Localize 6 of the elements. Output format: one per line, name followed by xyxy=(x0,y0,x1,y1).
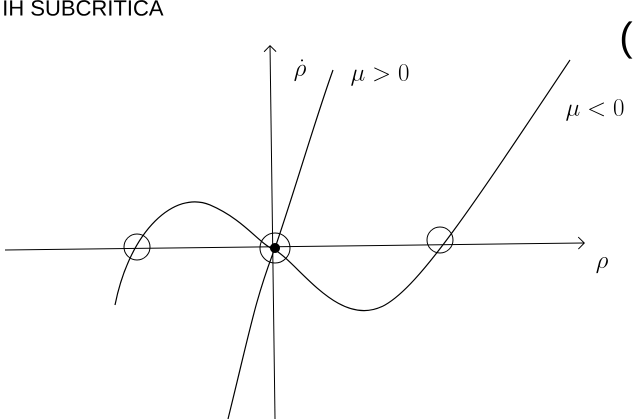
axis-label: $\rho$ xyxy=(596,256,608,274)
axis-label: $\mu<0$ xyxy=(566,99,624,121)
title: IH SUBCRITICA xyxy=(4,0,164,16)
axis-label: ( xyxy=(622,21,632,59)
axis-label: $\dot{\rho}$ xyxy=(294,59,306,82)
axis-label: $\mu>0$ xyxy=(351,64,408,86)
